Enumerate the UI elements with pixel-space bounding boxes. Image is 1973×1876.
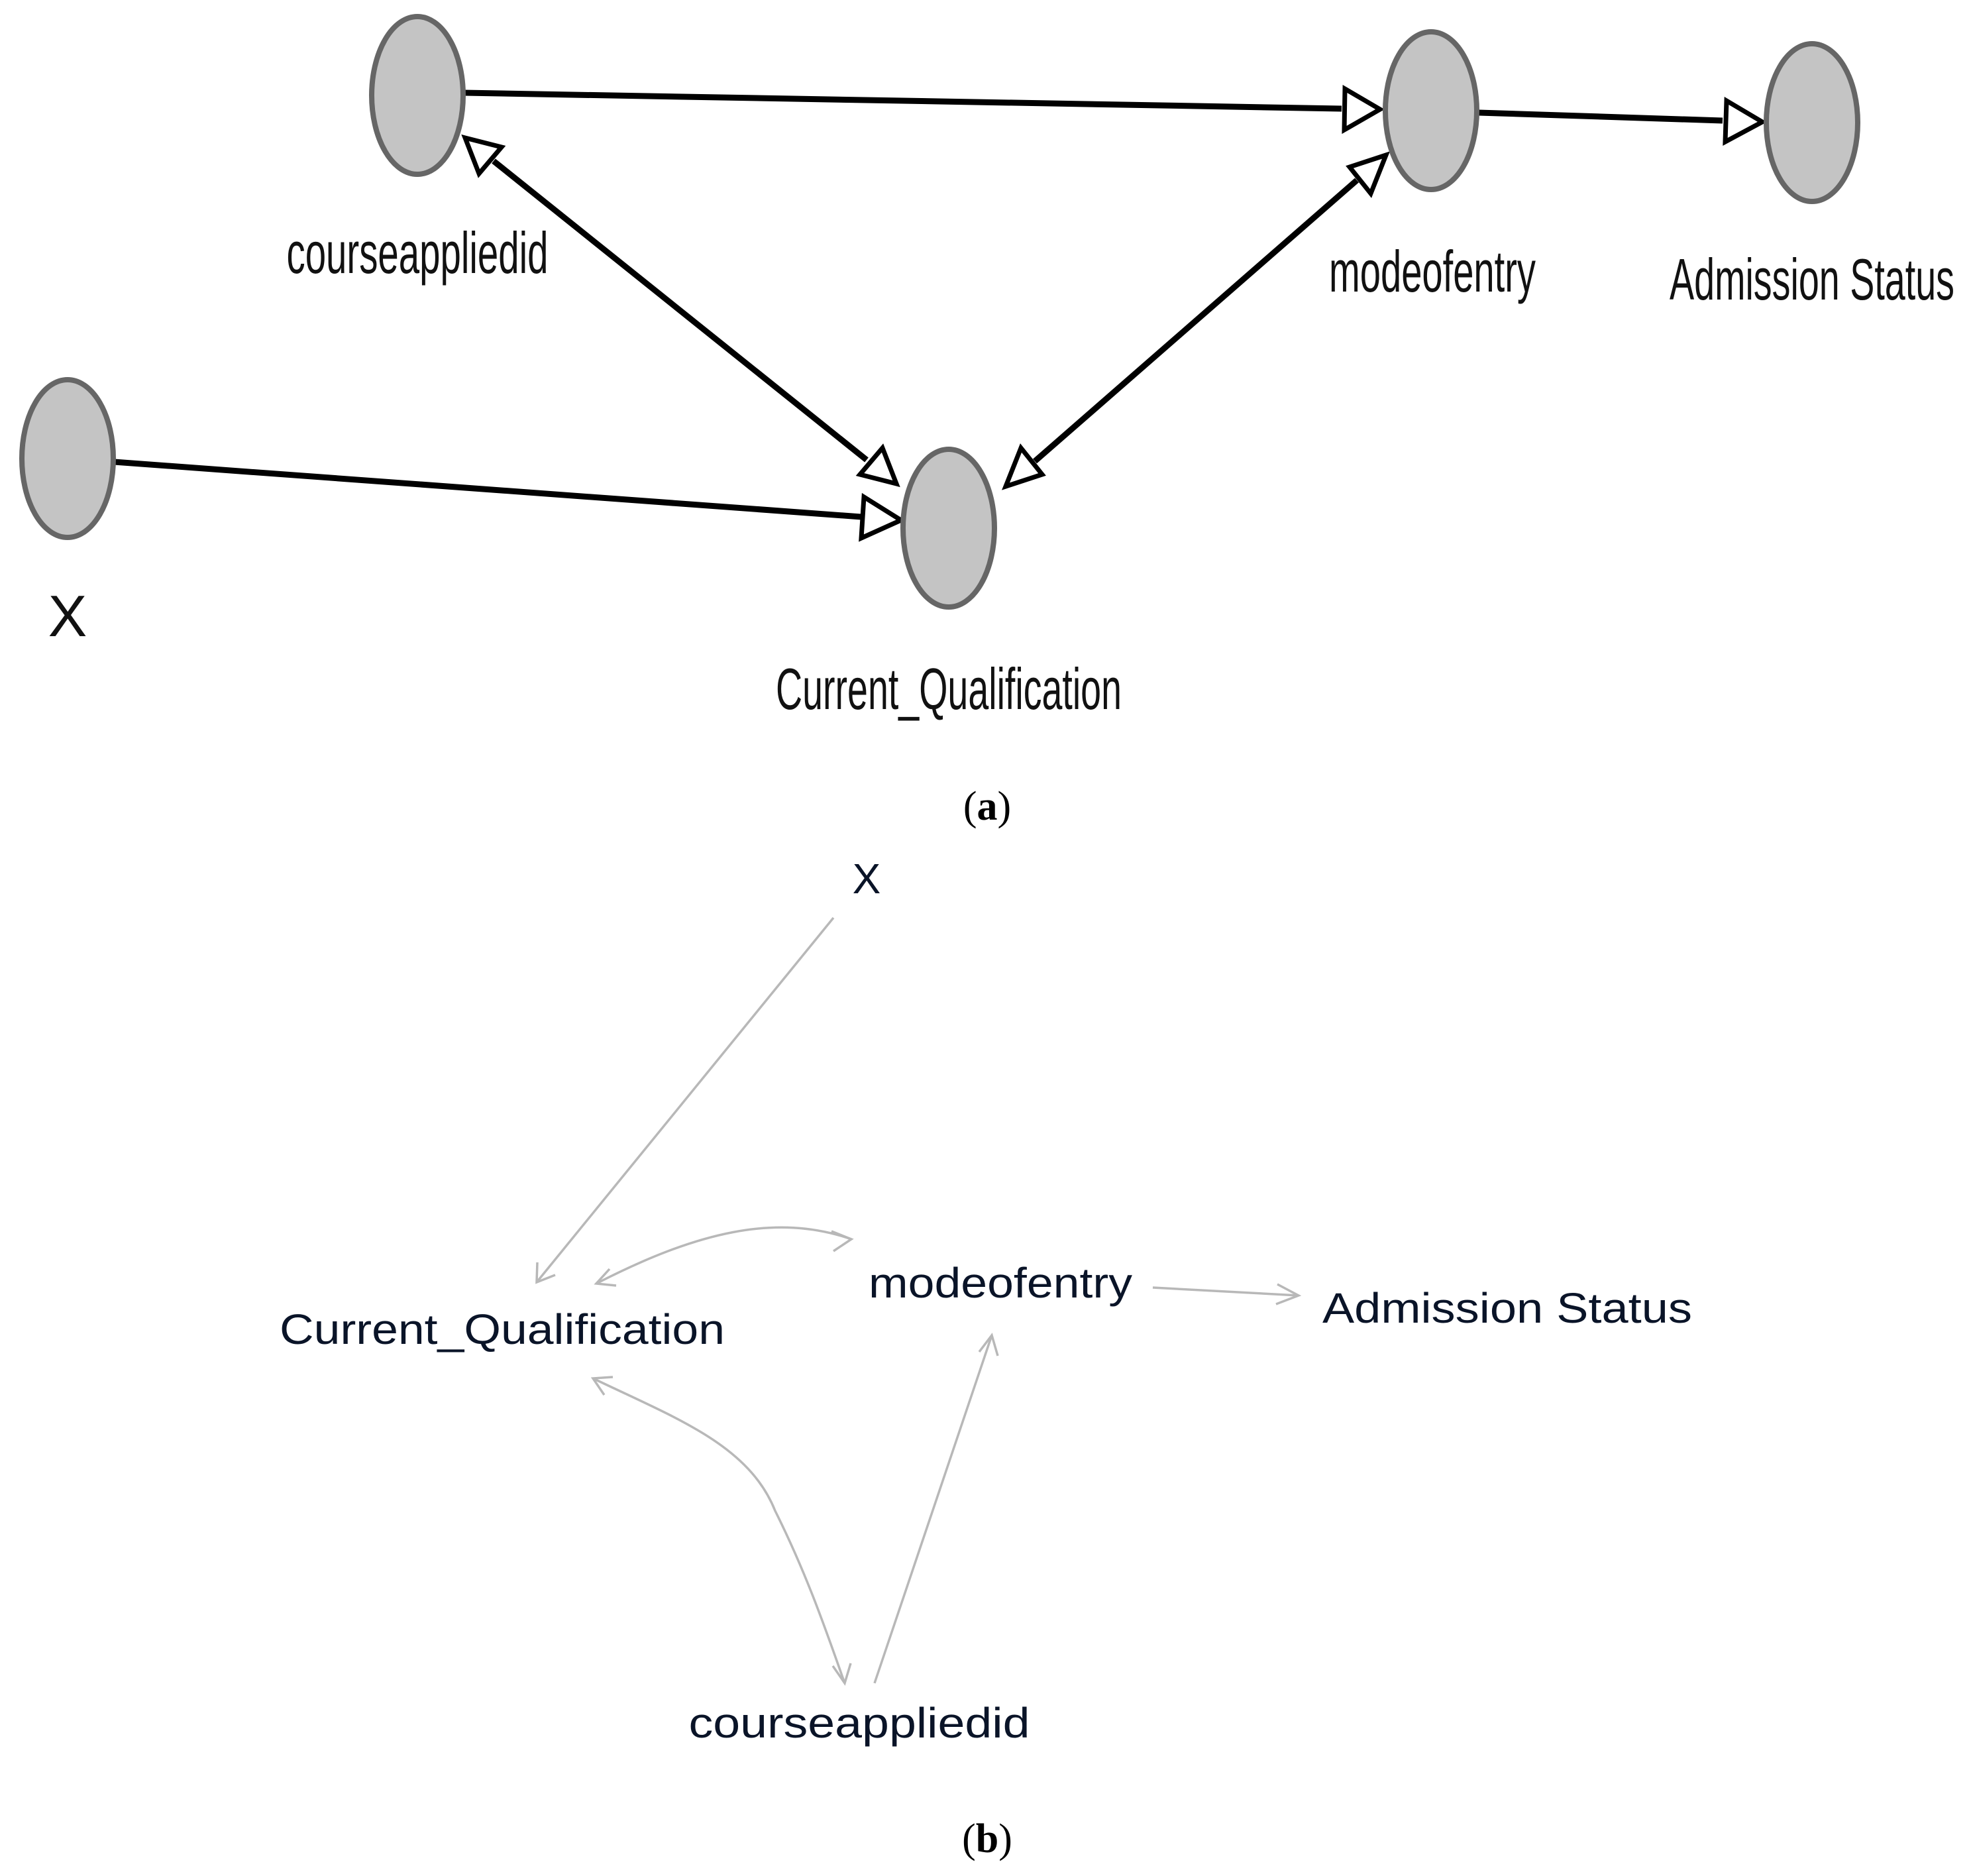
panel-a-edges [113, 84, 1768, 542]
edge-a-modeofentry-current-qualification-head-1 [1346, 151, 1391, 198]
node-a-modeofentry [1383, 29, 1479, 192]
edge-b-modeofentry-admission-status-head [1275, 1283, 1302, 1305]
node-a-courseappliedid-label: courseappliedid [287, 220, 549, 286]
node-a-courseappliedid [369, 14, 466, 177]
edge-a-courseappliedid-modeofentry [463, 89, 1342, 112]
node-a-current-qualification [900, 447, 997, 610]
edge-a-courseappliedid-modeofentry-head [1342, 84, 1385, 135]
panel-a-caption-close: ) [998, 784, 1012, 829]
node-b-current-qualification-label: Current_Qualification [280, 1305, 725, 1353]
panel-a: courseappliedid modeofentry Admission St… [19, 14, 1954, 829]
edge-a-modeofentry-current-qualification-head-2 [1001, 443, 1046, 490]
edge-a-x-current-qualification-head [859, 492, 906, 542]
edge-b-current-qualification-modeofentry [596, 1226, 852, 1285]
edge-b-current-qualification-courseappliedid-head-2 [831, 1663, 852, 1686]
edge-b-current-qualification-modeofentry-head-2 [831, 1230, 854, 1252]
panel-a-nodes [19, 14, 1860, 610]
panel-b: X Current_Qualification modeofentry Admi… [280, 855, 1692, 1861]
node-a-x [19, 377, 116, 540]
panel-b-caption-letter: b [976, 1816, 998, 1861]
edge-a-modeofentry-admission-status-head [1723, 96, 1768, 146]
panel-b-labels: X Current_Qualification modeofentry Admi… [280, 855, 1692, 1747]
panel-b-caption-close: ) [998, 1816, 1012, 1861]
node-a-admission-status-label: Admission Status [1670, 247, 1954, 312]
node-a-current-qualification-label: Current_Qualification [776, 656, 1122, 722]
edge-b-current-qualification-courseappliedid [592, 1377, 846, 1684]
panel-a-caption-letter: a [977, 784, 998, 829]
panel-b-edges [535, 916, 1302, 1686]
edge-b-courseappliedid-modeofentry-head [978, 1333, 999, 1356]
edge-b-x-current-qualification-head [535, 1262, 556, 1284]
edge-a-x-current-qualification [113, 459, 862, 520]
edge-b-courseappliedid-modeofentry [873, 1335, 993, 1684]
node-a-admission-status [1764, 41, 1860, 204]
node-b-modeofentry-label: modeofentry [869, 1259, 1132, 1307]
node-b-x-label: X [853, 855, 881, 903]
node-b-admission-status-label: Admission Status [1322, 1284, 1692, 1332]
panel-b-caption: (b) [962, 1816, 1012, 1861]
panel-a-caption: (a) [963, 784, 1011, 829]
edge-a-courseappliedid-current-qualification-head-2 [855, 443, 900, 488]
edge-a-courseappliedid-current-qualification [492, 158, 869, 463]
panel-a-caption-open: ( [963, 784, 977, 829]
node-a-x-label: X [48, 583, 87, 649]
edge-b-current-qualification-courseappliedid-head-1 [590, 1376, 613, 1396]
node-b-courseappliedid-label: courseappliedid [689, 1699, 1030, 1747]
edge-a-modeofentry-current-qualification [1033, 178, 1359, 464]
edge-a-modeofentry-admission-status [1478, 109, 1723, 124]
edge-b-current-qualification-modeofentry-head-1 [594, 1268, 617, 1287]
panel-a-labels: courseappliedid modeofentry Admission St… [48, 220, 1954, 722]
panel-b-caption-open: ( [962, 1816, 976, 1861]
edge-a-courseappliedid-current-qualification-head-1 [461, 134, 506, 178]
edge-b-modeofentry-admission-status [1152, 1286, 1299, 1297]
node-a-modeofentry-label: modeofentry [1329, 239, 1536, 304]
edge-b-x-current-qualification [535, 916, 835, 1284]
